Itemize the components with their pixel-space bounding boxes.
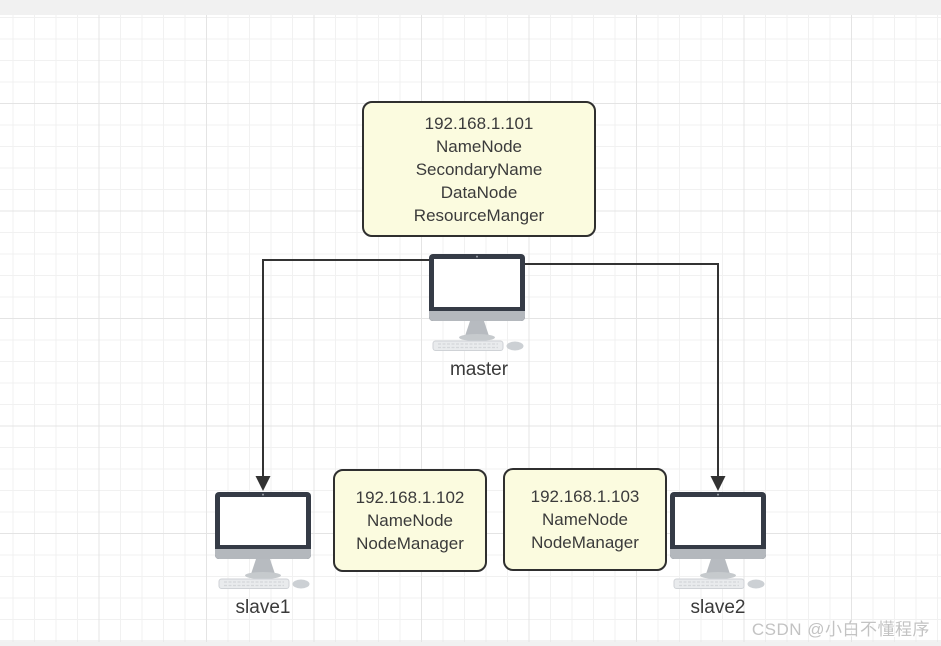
slave1-info-box: 192.168.1.102 NameNode NodeManager <box>333 469 487 572</box>
canvas-bottom-edge <box>0 642 941 646</box>
master-role: DataNode <box>440 182 518 202</box>
master-role: SecondaryName <box>415 159 543 179</box>
master-role: ResourceManger <box>413 205 545 225</box>
slave1-role: NodeManager <box>356 534 464 553</box>
master-info-box: 192.168.1.101 NameNode SecondaryName Dat… <box>362 101 596 237</box>
desktop-computer-icon <box>670 492 766 589</box>
master-ip: 192.168.1.101 <box>424 113 534 133</box>
arrow-master-to-slave1 <box>255 259 429 491</box>
computer-node-slave1 <box>210 492 316 589</box>
slave1-ip: 192.168.1.102 <box>355 488 465 507</box>
slave2-role: NameNode <box>542 510 628 529</box>
node-label-slave2: slave2 <box>690 597 746 618</box>
computer-node-slave2 <box>665 492 771 589</box>
desktop-computer-icon <box>429 254 525 351</box>
desktop-computer-icon <box>215 492 311 589</box>
arrowhead-down-icon <box>710 476 726 491</box>
slave1-role: NameNode <box>367 511 453 530</box>
csdn-watermark: CSDN @小白不懂程序 <box>751 620 930 639</box>
canvas-top-edge <box>0 0 941 15</box>
node-label-slave1: slave1 <box>235 597 291 618</box>
node-label-master: master <box>449 359 509 380</box>
computer-node-master <box>424 254 530 351</box>
arrow-master-to-slave2 <box>524 263 726 491</box>
slave2-info-box: 192.168.1.103 NameNode NodeManager <box>503 468 667 571</box>
slave2-ip: 192.168.1.103 <box>530 487 640 506</box>
slave2-role: NodeManager <box>531 533 639 552</box>
master-role: NameNode <box>436 136 522 156</box>
arrowhead-down-icon <box>255 476 271 491</box>
